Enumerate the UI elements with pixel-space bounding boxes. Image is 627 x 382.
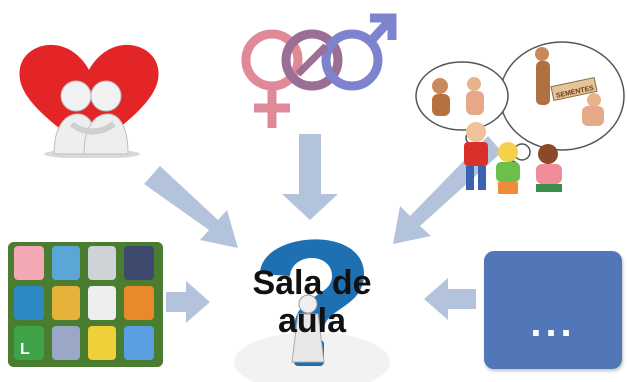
center-label-line1: Sala de xyxy=(252,264,372,302)
trash-bins-grid: L xyxy=(8,242,163,367)
arrow-from-heart xyxy=(144,166,238,248)
arrow-from-gender xyxy=(282,134,338,220)
arrow-from-bins xyxy=(166,281,210,323)
bins-illustration: L xyxy=(8,242,163,367)
center-label-line2: aula xyxy=(277,302,347,340)
center-label: Sala de aula xyxy=(222,264,402,340)
gender-symbols-icon xyxy=(241,13,397,128)
more-box: ... xyxy=(484,251,622,369)
children-thought-cartoon: SEMENTES xyxy=(415,41,625,194)
arrow-from-more xyxy=(424,278,476,320)
question-mark-icon xyxy=(234,239,390,382)
ellipsis-icon: ... xyxy=(530,301,576,345)
heart-couple-icon xyxy=(19,44,159,158)
svg-text:L: L xyxy=(20,341,30,358)
